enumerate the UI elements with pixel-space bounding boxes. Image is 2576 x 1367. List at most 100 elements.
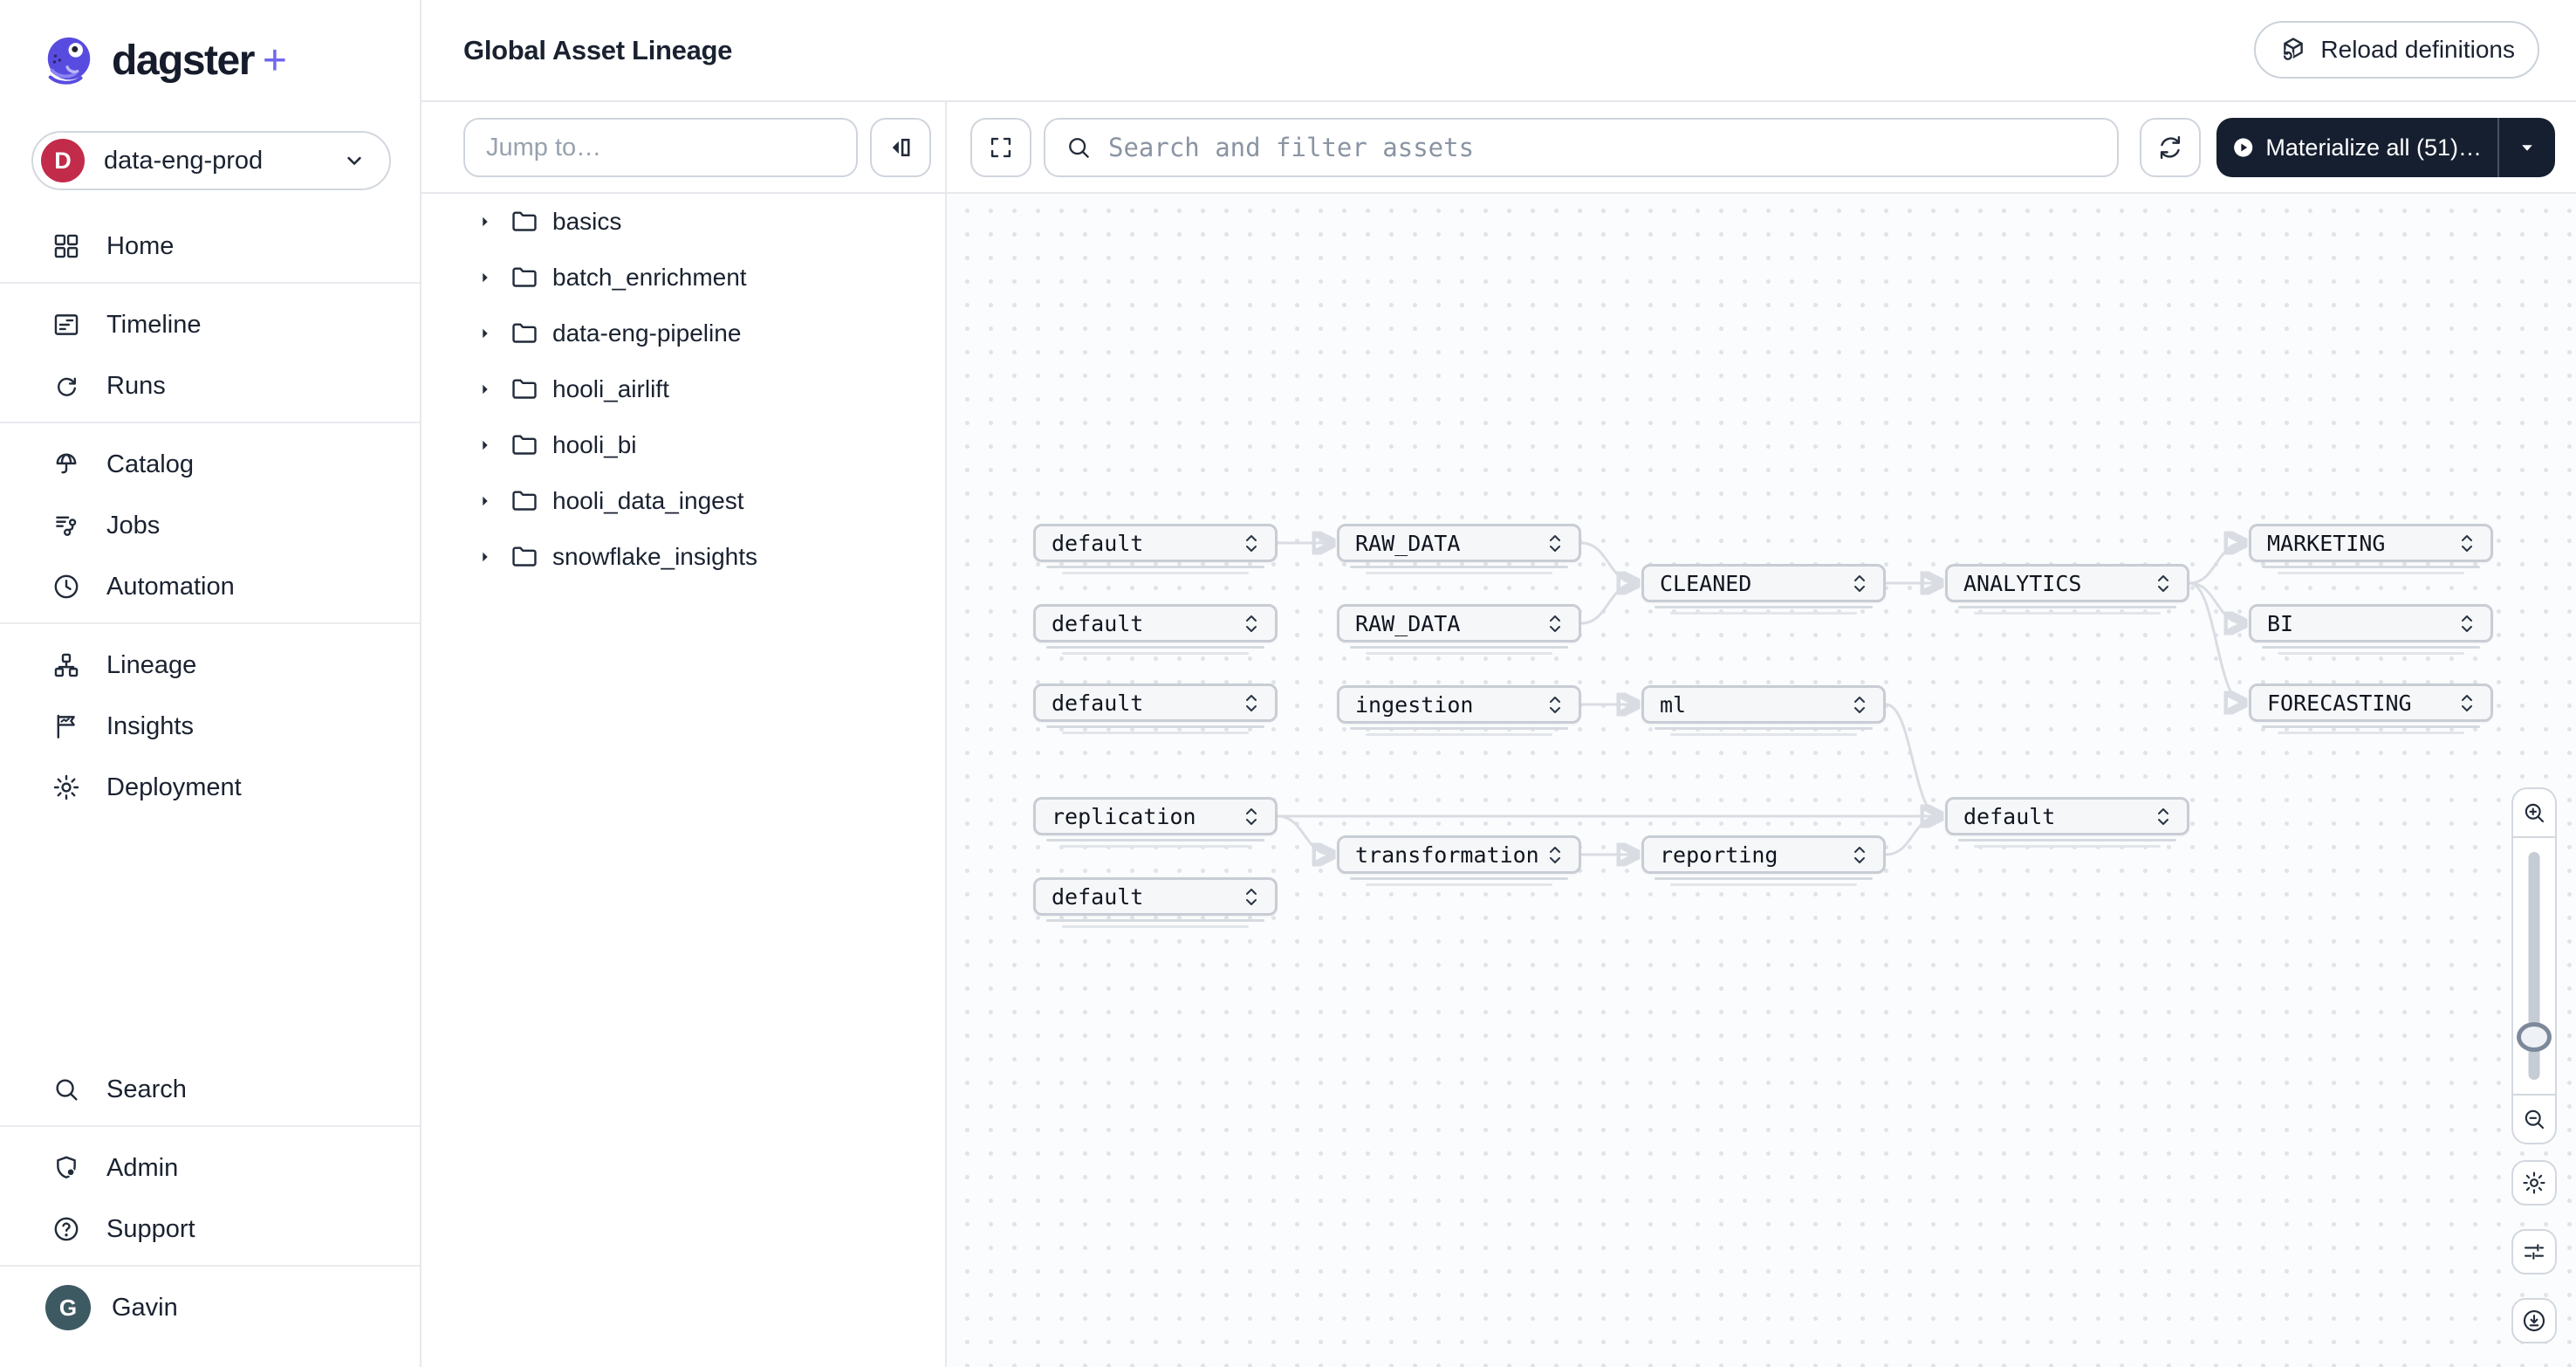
sidebar-item-label: Search <box>106 1075 187 1103</box>
download-graph-button[interactable] <box>2511 1298 2557 1343</box>
reload-definitions-button[interactable]: Reload definitions <box>2254 21 2539 79</box>
folder-icon <box>507 263 542 292</box>
zoom-slider-thumb[interactable] <box>2517 1022 2552 1052</box>
divider <box>0 282 420 284</box>
expand-collapse-icon[interactable] <box>2456 693 2478 713</box>
caret-right-icon[interactable] <box>470 435 500 456</box>
graph-node-transformation[interactable]: transformation <box>1337 835 1581 886</box>
sidebar-item-insights[interactable]: Insights <box>0 698 420 754</box>
tree-row[interactable]: batch_enrichment <box>421 250 945 306</box>
graph-node-raw_data_1[interactable]: RAW_DATA <box>1337 524 1581 574</box>
caret-right-icon[interactable] <box>470 323 500 344</box>
graph-node-default_2[interactable]: default <box>1033 604 1278 655</box>
deployment-selector[interactable]: D data-eng-prod <box>31 131 391 190</box>
sidebar-item-catalog[interactable]: Catalog <box>0 436 420 492</box>
graph-node-cleaned[interactable]: CLEANED <box>1641 564 1886 615</box>
graph-node-bi[interactable]: BI <box>2249 604 2493 655</box>
chevron-down-icon <box>347 156 361 165</box>
zoom-in-icon <box>2525 803 2545 823</box>
asset-search-input[interactable] <box>1044 118 2119 177</box>
graph-node-replication[interactable]: replication <box>1033 797 1278 848</box>
tree-row-label: hooli_bi <box>552 431 637 458</box>
expand-collapse-icon[interactable] <box>2456 614 2478 634</box>
sidebar-item-admin[interactable]: Admin <box>0 1140 420 1196</box>
expand-collapse-icon[interactable] <box>1240 614 1263 634</box>
sidebar-item-support[interactable]: Support <box>0 1201 420 1257</box>
tree-row[interactable]: snowflake_insights <box>421 529 945 585</box>
zoom-out-button[interactable] <box>2513 1094 2555 1143</box>
jump-to-input[interactable] <box>463 118 858 177</box>
sidebar-item-user[interactable]: G Gavin <box>0 1280 420 1336</box>
expand-collapse-icon[interactable] <box>1240 887 1263 907</box>
graph-node-analytics[interactable]: ANALYTICS <box>1945 564 2189 615</box>
collapse-panel-button[interactable] <box>870 118 931 177</box>
graph-node-default_3[interactable]: default <box>1033 684 1278 734</box>
graph-node-default_right[interactable]: default <box>1945 797 2189 848</box>
page-header: Global Asset Lineage Reload definitions <box>421 0 2576 102</box>
expand-collapse-icon[interactable] <box>1240 693 1263 713</box>
expand-collapse-icon[interactable] <box>2152 574 2175 594</box>
expand-collapse-icon[interactable] <box>1240 533 1263 553</box>
graph-toolbar: Materialize all (51)… <box>947 102 2576 194</box>
refresh-icon <box>2160 135 2181 160</box>
graph-node-label: BI <box>2267 610 2294 636</box>
expand-collapse-icon[interactable] <box>2152 807 2175 827</box>
expand-collapse-icon[interactable] <box>1848 695 1871 715</box>
tree-row[interactable]: hooli_bi <box>421 417 945 473</box>
expand-collapse-icon[interactable] <box>2456 533 2478 553</box>
sidebar-item-automation[interactable]: Automation <box>0 559 420 615</box>
deployment-name: data-eng-prod <box>104 146 264 175</box>
graph-edge <box>1580 541 1636 583</box>
materialize-dropdown-button[interactable] <box>2497 118 2555 177</box>
sidebar-item-deployment[interactable]: Deployment <box>0 759 420 815</box>
expand-collapse-icon[interactable] <box>1848 574 1871 594</box>
graph-filters-button[interactable] <box>2511 1229 2557 1274</box>
expand-collapse-icon[interactable] <box>1544 845 1566 865</box>
sidebar-item-label: Deployment <box>106 773 242 801</box>
insights-flag-icon <box>51 711 82 742</box>
sidebar-item-lineage[interactable]: Lineage <box>0 637 420 693</box>
divider <box>0 1265 420 1267</box>
graph-node-reporting[interactable]: reporting <box>1641 835 1886 886</box>
graph-node-label: ANALYTICS <box>1963 570 2082 596</box>
zoom-in-button[interactable] <box>2513 789 2555 838</box>
caret-right-icon[interactable] <box>470 379 500 400</box>
zoom-slider[interactable] <box>2513 838 2555 1094</box>
graph-node-default_1[interactable]: default <box>1033 524 1278 574</box>
graph-node-marketing[interactable]: MARKETING <box>2249 524 2493 574</box>
materialize-all-button[interactable]: Materialize all (51)… <box>2216 118 2497 177</box>
lineage-canvas[interactable]: default RAW_DATA MARKETING CLEANED ANALY… <box>947 194 2576 1367</box>
graph-node-ml[interactable]: ml <box>1641 685 1886 736</box>
expand-collapse-icon[interactable] <box>1240 807 1263 827</box>
graph-node-raw_data_2[interactable]: RAW_DATA <box>1337 604 1581 655</box>
expand-collapse-icon[interactable] <box>1544 695 1566 715</box>
expand-collapse-icon[interactable] <box>1544 533 1566 553</box>
graph-node-forecasting[interactable]: FORECASTING <box>2249 684 2493 734</box>
refresh-button[interactable] <box>2140 118 2201 177</box>
fullscreen-button[interactable] <box>970 118 1031 177</box>
caret-right-icon[interactable] <box>470 546 500 567</box>
sidebar-item-timeline[interactable]: Timeline <box>0 297 420 353</box>
expand-collapse-icon[interactable] <box>1848 845 1871 865</box>
search-icon <box>51 1074 82 1105</box>
caret-right-icon[interactable] <box>470 211 500 232</box>
graph-settings-button[interactable] <box>2511 1160 2557 1206</box>
caret-right-icon[interactable] <box>470 267 500 288</box>
graph-node-ingestion[interactable]: ingestion <box>1337 685 1581 736</box>
reload-definitions-label: Reload definitions <box>2320 36 2515 63</box>
tree-row[interactable]: data-eng-pipeline <box>421 306 945 361</box>
tree-row[interactable]: hooli_data_ingest <box>421 473 945 529</box>
tree-row-label: data-eng-pipeline <box>552 319 742 347</box>
graph-node-label: RAW_DATA <box>1355 610 1461 636</box>
expand-collapse-icon[interactable] <box>1544 614 1566 634</box>
sidebar-item-home[interactable]: Home <box>0 218 420 274</box>
sidebar-item-jobs[interactable]: Jobs <box>0 498 420 553</box>
sidebar-item-search[interactable]: Search <box>0 1061 420 1117</box>
caret-right-icon[interactable] <box>470 491 500 512</box>
tree-row[interactable]: hooli_airlift <box>421 361 945 417</box>
graph-node-default_bottom[interactable]: default <box>1033 877 1278 928</box>
logo-wordmark: dagster <box>112 37 255 84</box>
sidebar-item-runs[interactable]: Runs <box>0 358 420 414</box>
tree-row[interactable]: basics <box>421 194 945 250</box>
sidebar-item-label: Jobs <box>106 511 161 539</box>
